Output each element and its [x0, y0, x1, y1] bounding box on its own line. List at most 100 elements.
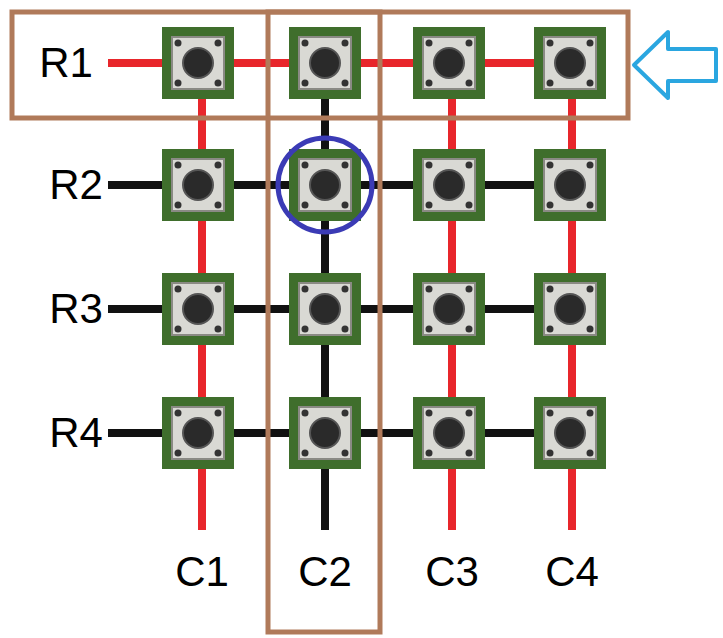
button-board: [289, 27, 361, 99]
button-board: [162, 149, 234, 221]
pin-label: R2: [49, 164, 103, 206]
button-housing: [544, 37, 596, 89]
button-cap: [183, 294, 213, 324]
button-housing: [299, 37, 351, 89]
button-cap: [555, 48, 585, 78]
button-pin: [175, 202, 182, 209]
button-pin: [342, 286, 349, 293]
button-housing: [172, 407, 224, 459]
pin-label: C2: [298, 551, 352, 593]
button-board: [413, 397, 485, 469]
button-cap: [434, 48, 464, 78]
button-pin: [175, 162, 182, 169]
button-pin: [466, 326, 473, 333]
button-pin: [175, 80, 182, 87]
button-pin: [175, 410, 182, 417]
button-cap: [555, 418, 585, 448]
pin-label: C4: [545, 551, 599, 593]
button-cap: [183, 170, 213, 200]
button-pin: [342, 40, 349, 47]
push-button: [162, 149, 234, 221]
button-pin: [547, 80, 554, 87]
button-pin: [547, 286, 554, 293]
button-pin: [547, 450, 554, 457]
button-pin: [466, 40, 473, 47]
button-pin: [342, 80, 349, 87]
button-cap: [310, 48, 340, 78]
push-button: [289, 27, 361, 99]
button-board: [413, 273, 485, 345]
button-pin: [215, 80, 222, 87]
push-button: [162, 27, 234, 99]
button-housing: [172, 283, 224, 335]
button-pin: [342, 326, 349, 333]
pin-label: C3: [425, 551, 479, 593]
button-housing: [423, 37, 475, 89]
button-pin: [466, 202, 473, 209]
pin-label: R3: [49, 288, 103, 330]
button-pin: [175, 326, 182, 333]
button-pin: [587, 286, 594, 293]
push-button: [162, 397, 234, 469]
button-pin: [302, 40, 309, 47]
button-housing: [423, 407, 475, 459]
button-pin: [547, 40, 554, 47]
button-pin: [547, 162, 554, 169]
button-pin: [587, 410, 594, 417]
button-housing: [299, 407, 351, 459]
button-pin: [215, 162, 222, 169]
button-pin: [587, 326, 594, 333]
push-button: [534, 273, 606, 345]
button-pin: [466, 162, 473, 169]
button-pin: [466, 410, 473, 417]
scan-outline: [12, 12, 628, 632]
button-housing: [544, 159, 596, 211]
button-pin: [215, 286, 222, 293]
button-board: [534, 397, 606, 469]
button-pin: [426, 80, 433, 87]
button-pin: [175, 286, 182, 293]
push-button: [413, 27, 485, 99]
scan-arrow: [634, 32, 716, 98]
button-pin: [426, 410, 433, 417]
push-button: [289, 273, 361, 345]
button-pin: [426, 162, 433, 169]
button-housing: [423, 283, 475, 335]
button-housing: [172, 159, 224, 211]
button-cap: [310, 418, 340, 448]
button-cap: [434, 170, 464, 200]
push-button: [289, 397, 361, 469]
pin-label: R1: [39, 42, 93, 84]
button-housing: [544, 283, 596, 335]
button-housing: [299, 283, 351, 335]
pin-label: R4: [49, 412, 103, 454]
push-button: [534, 149, 606, 221]
button-housing: [423, 159, 475, 211]
button-board: [289, 397, 361, 469]
button-pin: [342, 202, 349, 209]
button-cap: [310, 170, 340, 200]
button-pin: [587, 40, 594, 47]
button-cap: [555, 294, 585, 324]
button-board: [413, 149, 485, 221]
button-pin: [587, 450, 594, 457]
button-pin: [215, 40, 222, 47]
button-pin: [342, 450, 349, 457]
button-pin: [342, 162, 349, 169]
button-pin: [426, 202, 433, 209]
push-button: [413, 273, 485, 345]
push-button: [413, 397, 485, 469]
button-pin: [342, 410, 349, 417]
button-cap: [555, 170, 585, 200]
button-pin: [302, 410, 309, 417]
button-pin: [215, 202, 222, 209]
button-pin: [302, 326, 309, 333]
button-cap: [183, 48, 213, 78]
button-pin: [466, 80, 473, 87]
push-button: [162, 273, 234, 345]
button-board: [289, 273, 361, 345]
button-cap: [434, 418, 464, 448]
button-board: [413, 27, 485, 99]
button-pin: [302, 202, 309, 209]
